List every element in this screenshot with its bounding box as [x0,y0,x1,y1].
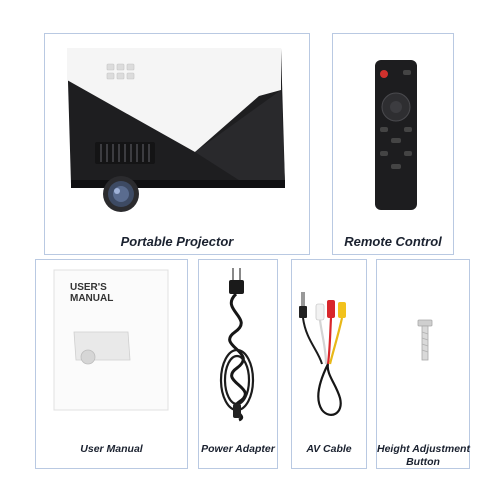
manual-panel: USER'S MANUAL User Manual [35,259,188,469]
projector-panel: Portable Projector [44,33,310,255]
manual-image [53,269,169,411]
remote-image [375,60,417,210]
remote-caption: Remote Control [344,234,442,249]
height-caption: Height Adjustment Button [377,443,470,469]
height-panel: Height Adjustment Button [376,259,470,469]
power-panel: Power Adapter [198,259,278,469]
power-caption: Power Adapter [201,443,275,455]
power-image [219,268,255,422]
av-panel: AV Cable [291,259,367,469]
height-caption-line: Button [406,456,440,468]
manual-caption: User Manual [80,443,143,455]
manual-cover-line: MANUAL [70,293,114,304]
manual-cover-title: USER'S MANUAL [70,282,113,304]
manual-cover-line: USER'S [70,282,107,293]
height-button-image [417,319,433,361]
projector-image [67,48,285,212]
projector-caption: Portable Projector [120,234,234,249]
av-cable-image [299,292,346,416]
remote-panel: Remote Control [332,33,454,255]
av-caption: AV Cable [306,443,352,455]
height-caption-line: Height Adjustment [377,443,470,455]
